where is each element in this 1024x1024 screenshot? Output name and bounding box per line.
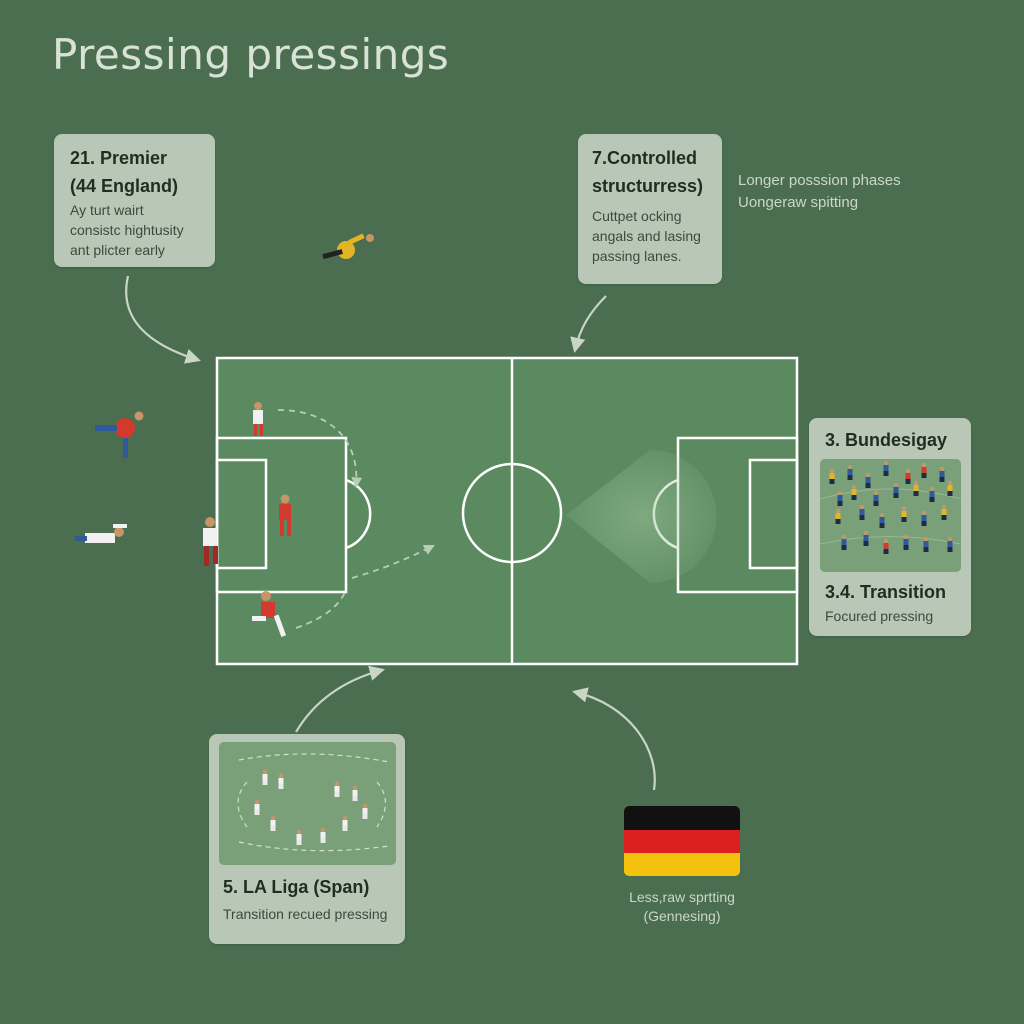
laliga-player-5 [254,799,260,815]
bundesliga-player-24 [903,534,909,550]
card-premier-body-2: consistc hightusity [70,222,184,238]
card-premier-body-3: ant plicter early [70,242,165,258]
card-controlled-body-2: angals and lasing [592,228,701,244]
flag-caption: Less,raw sprtting (Gennesing) [600,888,764,926]
card-laliga-body: Transition recued pressing [223,906,388,922]
laliga-players [219,742,396,865]
card-controlled-body-1: Cuttpet ocking [592,208,682,224]
laliga-player-3 [334,781,340,797]
arrow-laliga-to-pitch [295,665,385,733]
bundesliga-player-21 [841,534,847,550]
card-premier-title-1: 21. Premier [70,148,168,168]
bundesliga-player-5 [905,468,911,484]
page-title: Pressing pressings [52,30,450,79]
laliga-player-inset [219,742,396,865]
card-laliga-title: 5. LA Liga (Span) [223,877,370,897]
flag-caption-line-1: Less,raw sprtting [629,889,735,905]
arrow-premier-to-pitch [125,275,201,364]
card-controlled-title-1: 7.Controlled [592,148,698,168]
card-bundesliga-body: Focured pressing [825,608,934,624]
side-note-2: Uongeraw spitting [738,194,859,211]
card-premier-body-1: Ay turt wairt [70,202,144,218]
bundesliga-player-20 [941,504,947,520]
laliga-player-10 [342,815,348,831]
bundesliga-player-26 [947,536,953,552]
card-controlled: 7.Controlled structurress) Cuttpet ockin… [578,134,722,284]
player-red-pitch-2 [279,494,291,536]
side-note-1: Longer posssion phases [738,172,901,189]
bundesliga-player-1 [829,468,835,484]
laliga-player-1 [262,769,268,785]
arrow-flag-to-pitch [572,687,656,791]
card-laliga: 5. LA Liga (Span) Transition recued pres… [209,734,405,944]
bundesliga-player-14 [947,480,953,496]
bundesliga-player-23 [883,538,889,554]
side-notes: Longer posssion phases Uongeraw spitting [738,170,901,214]
card-bundesliga-title: 3. Bundesigay [825,430,948,450]
laliga-player-8 [296,829,302,845]
bundesliga-player-2 [847,464,853,480]
card-premier: 21. Premier (44 England) Ay turt wairt c… [54,134,215,267]
bundesliga-player-16 [859,504,865,520]
player-red-left-1 [95,411,144,458]
card-controlled-title-2: structurress) [592,176,704,196]
bundesliga-player-22 [863,530,869,546]
bundesliga-player-4 [883,460,889,476]
laliga-player-7 [270,815,276,831]
player-goalkeeper-yellow [322,233,374,260]
movement-arrow-1 [277,409,363,489]
bundesliga-player-inset [820,459,961,572]
bundesliga-players [820,459,961,572]
player-white-lying [75,524,127,543]
bundesliga-player-17 [879,512,885,528]
bundesliga-player-11 [893,482,899,498]
bundesliga-player-12 [913,480,919,496]
german-flag [624,806,740,876]
bundesliga-player-10 [873,490,879,506]
card-controlled-body-3: passing lanes. [592,248,682,264]
bundesliga-player-8 [837,490,843,506]
bundesliga-player-13 [929,486,935,502]
bundesliga-player-19 [921,510,927,526]
bundesliga-player-6 [921,462,927,478]
laliga-player-2 [278,773,284,789]
laliga-player-6 [362,803,368,819]
bundesliga-player-15 [835,508,841,524]
card-premier-title-2: (44 England) [70,176,179,196]
bundesliga-player-9 [851,484,857,500]
player-white-pitch-edge [203,517,218,566]
bundesliga-player-25 [923,536,929,552]
bundesliga-player-7 [939,466,945,482]
football-pitch [215,356,799,666]
pressing-zone [566,450,717,583]
movement-arrow-3 [295,589,347,629]
bundesliga-player-18 [901,506,907,522]
arrow-controlled-to-pitch [570,295,607,354]
laliga-player-9 [320,827,326,843]
card-bundesliga-subtitle: 3.4. Transition [825,582,947,602]
laliga-player-4 [352,785,358,801]
flag-caption-line-2: (Gennesing) [643,908,721,924]
movement-arrow-2 [351,545,435,579]
card-bundesliga: 3. Bundesigay 3.4. Transition Focured pr… [809,418,971,636]
player-red-pitch-3 [252,591,287,637]
bundesliga-player-3 [865,472,871,488]
player-red-pitch-1 [253,402,263,436]
